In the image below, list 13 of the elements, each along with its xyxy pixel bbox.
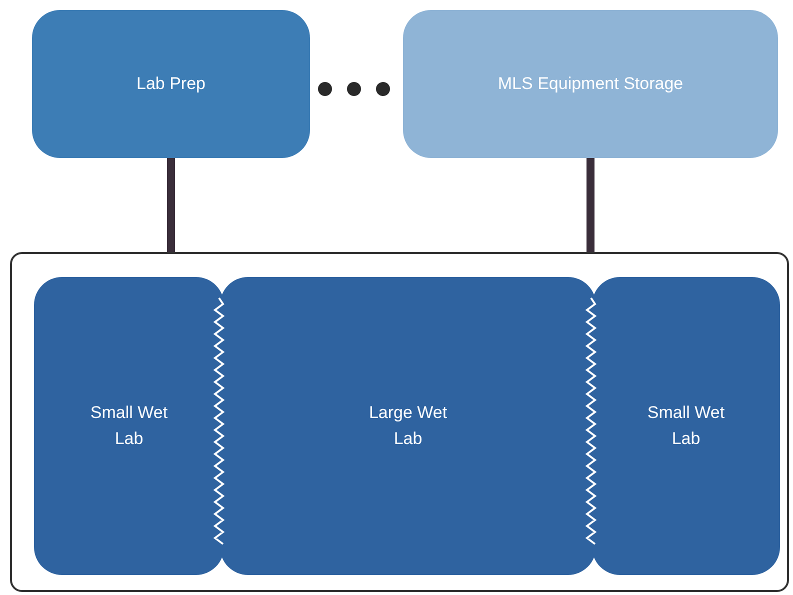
room-box (403, 10, 778, 158)
room-box (34, 277, 224, 575)
room-label: Lab Prep (136, 73, 206, 95)
room-box (220, 277, 596, 575)
room-label: MLS Equipment Storage (498, 73, 684, 95)
connector-line (167, 158, 175, 252)
room-box (32, 10, 310, 158)
room-label: Small Wet Lab (89, 402, 169, 450)
room-box (592, 277, 780, 575)
connector-line (586, 158, 594, 252)
room-label: Large Wet Lab (368, 402, 448, 450)
container-box (10, 252, 789, 592)
room-label: Small Wet Lab (646, 402, 726, 450)
